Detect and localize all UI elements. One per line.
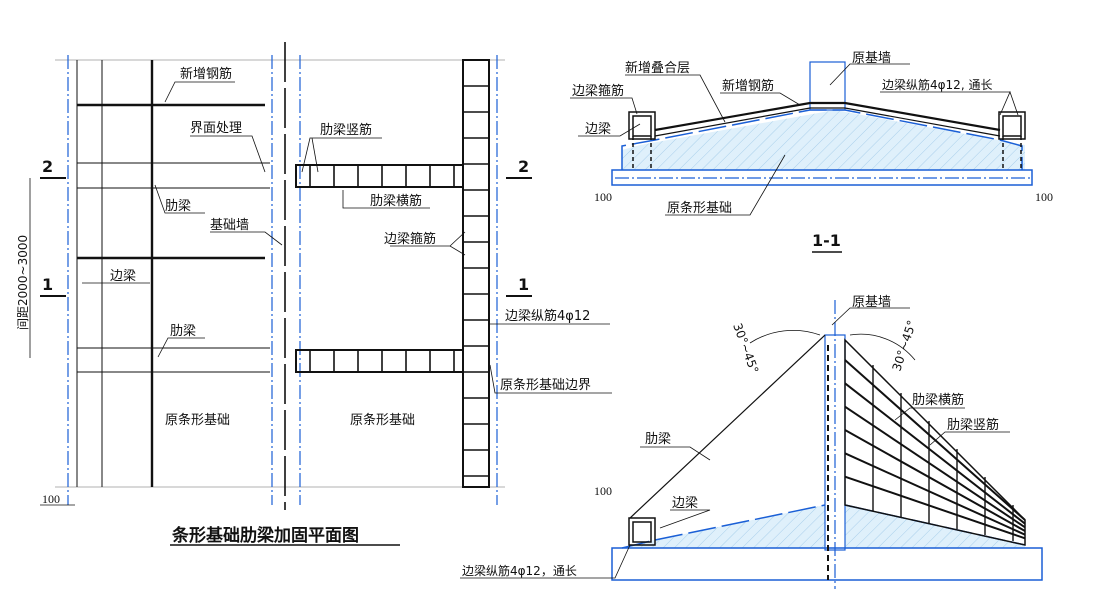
label-edge-stirrup: 边梁箍筋: [572, 83, 624, 99]
label-angle-right: 30°~45°: [890, 319, 920, 373]
section-title-1-1: 1-1: [812, 231, 841, 250]
label-orig-wall: 原基墙: [852, 51, 891, 66]
label-orig-found-left: 原条形基础: [165, 412, 230, 428]
rebar-line: [844, 429, 1026, 532]
rib-beam-reinforcement: [844, 359, 1026, 541]
label-rib-horizontal: 肋梁横筋: [370, 193, 422, 209]
section-mark-1-right: 1: [518, 275, 529, 294]
label-foundation-wall: 基础墙: [210, 218, 249, 233]
label-rib-vertical-2: 肋梁竖筋: [947, 417, 999, 433]
label-edge-long-2: 边梁纵筋4φ12，通长: [462, 563, 577, 578]
dim-100: 100: [42, 492, 60, 506]
label-overlay: 新增叠合层: [625, 60, 690, 76]
label-edge-stirrup: 边梁箍筋: [384, 231, 436, 247]
section-2-2: 原基墙 30°~45° 30°~45° 肋梁横筋 肋梁竖筋 肋梁 100 边梁 …: [460, 295, 1043, 589]
label-orig-found-right: 原条形基础: [350, 412, 415, 428]
label-rib-horizontal-2: 肋梁横筋: [912, 392, 964, 408]
label-rib-beam-2: 肋梁: [170, 324, 196, 339]
label-edge-beam: 边梁: [110, 269, 136, 284]
dim-100-right: 100: [1035, 190, 1053, 204]
rebar-line: [844, 382, 1026, 525]
label-interface: 界面处理: [190, 121, 242, 136]
label-edge-long: 边梁纵筋4φ12, 通长: [882, 77, 992, 92]
label-orig-wall-2: 原基墙: [852, 295, 891, 310]
dim-100: 100: [594, 484, 612, 498]
section-mark-1-left: 1: [42, 275, 53, 294]
dim-100-left: 100: [594, 190, 612, 204]
label-boundary: 原条形基础边界: [500, 377, 591, 393]
label-edge-beam: 边梁: [585, 122, 611, 137]
label-rib-beam-2: 肋梁: [645, 432, 671, 447]
rebar-line: [844, 359, 1026, 521]
section-mark-2-left: 2: [42, 157, 53, 176]
section-mark-2-right: 2: [518, 157, 529, 176]
spacing-dimension: 间距2000~3000: [16, 235, 30, 330]
plan-title: 条形基础肋梁加固平面图: [171, 525, 359, 546]
rib-beam-stirrups: [309, 165, 455, 372]
rebar-line: [844, 405, 1026, 529]
label-edge-long: 边梁纵筋4φ12: [505, 308, 590, 324]
plan-view: 新增钢筋 界面处理 肋梁竖筋 肋梁横筋 肋梁 基础墙 边梁箍筋 边梁 边梁纵筋4…: [16, 42, 612, 546]
label-new-rebar: 新增钢筋: [722, 78, 774, 94]
label-orig-foundation: 原条形基础: [667, 200, 732, 216]
label-edge-beam-2: 边梁: [672, 496, 698, 511]
label-rib-beam: 肋梁: [165, 199, 191, 214]
rebar-line: [844, 475, 1026, 540]
section-1-1: 新增叠合层 原基墙 边梁箍筋 新增钢筋 边梁纵筋4φ12, 通长 边梁 100 …: [570, 51, 1053, 253]
edge-beam-stirrups: [463, 85, 489, 477]
label-new-rebar: 新增钢筋: [180, 66, 232, 82]
label-rib-vertical: 肋梁竖筋: [320, 122, 372, 138]
rebar-line: [844, 452, 1026, 536]
label-angle-left: 30°~45°: [730, 321, 761, 375]
